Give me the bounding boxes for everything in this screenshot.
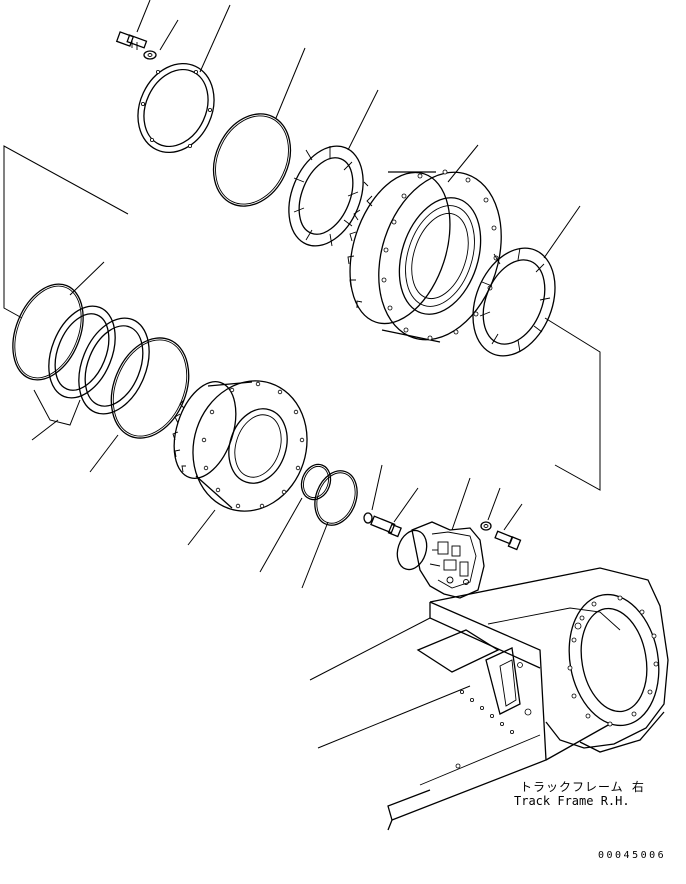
sprocket-hub-icon <box>347 169 502 343</box>
motor-bolt-icon <box>494 503 523 551</box>
leader-lines-frame <box>309 617 471 749</box>
track-frame-label-en: Track Frame R.H. <box>514 794 630 808</box>
bearing-ring-right-icon <box>472 247 556 357</box>
drawing-number: 00045006 <box>598 850 667 861</box>
motor-washer-icon <box>480 487 501 531</box>
o-ring-icon <box>212 113 292 207</box>
small-o-ring-icon <box>300 463 358 526</box>
reducer-housing-icon <box>172 380 308 512</box>
floating-seal-icon <box>12 283 190 439</box>
track-frame-label-jp: トラックフレーム 右 <box>520 780 645 794</box>
bolt-icon <box>115 31 148 50</box>
motor-icon <box>396 477 485 599</box>
track-frame-icon <box>387 567 669 831</box>
bearing-ring-icon <box>288 145 364 247</box>
leader-lines-top <box>69 0 581 296</box>
plug-icon <box>363 464 383 524</box>
leader-housing <box>187 509 216 546</box>
fitting-icon <box>370 487 419 538</box>
leader-lines-middle <box>259 497 329 589</box>
ring-icon <box>137 62 215 154</box>
leader-lines-left <box>31 389 119 473</box>
washer-icon <box>143 50 157 60</box>
assembly-boundary-lines <box>3 145 601 491</box>
